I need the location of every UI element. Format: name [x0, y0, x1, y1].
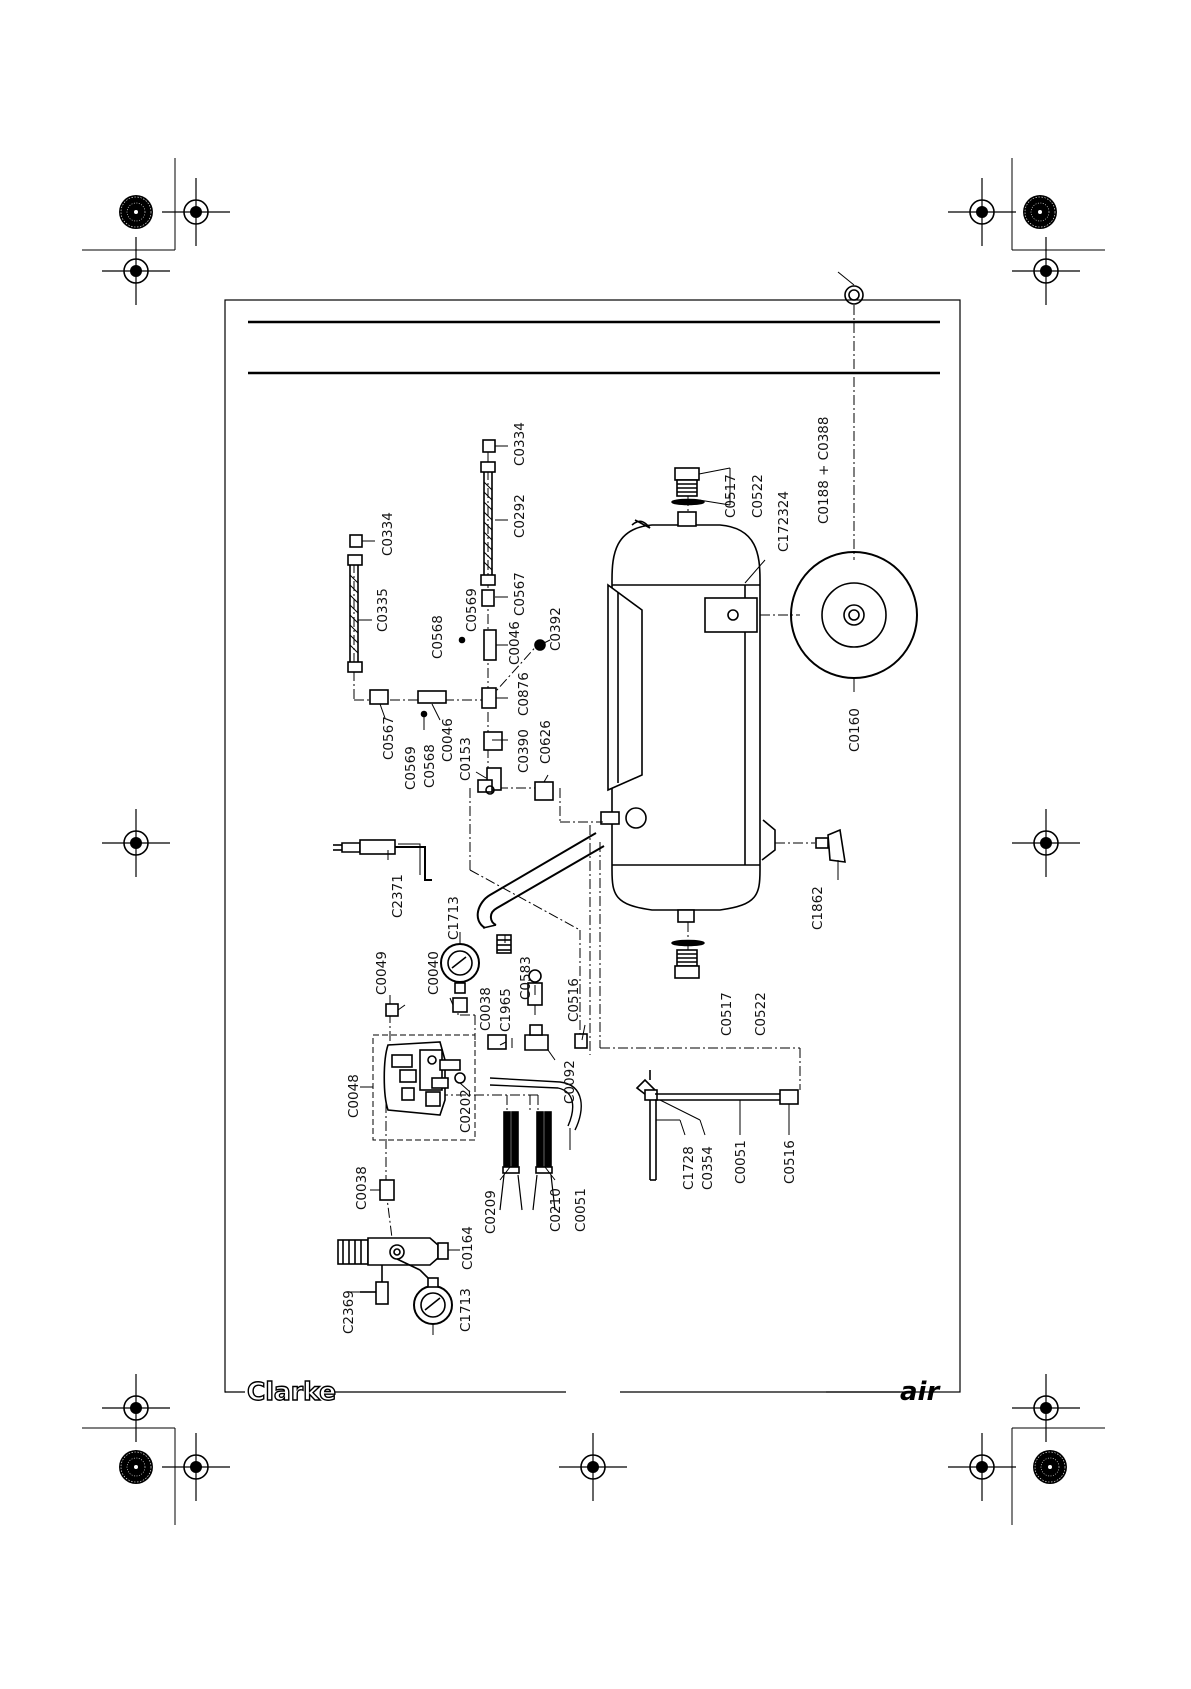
- label-c0209: C0209: [483, 1190, 499, 1234]
- braided-hose-left: [347, 534, 447, 718]
- air-tank: [600, 511, 776, 923]
- page-frame: [224, 299, 961, 1393]
- label-c1713-top: C1713: [446, 896, 462, 940]
- label-c2371: C2371: [390, 874, 406, 918]
- label-c0051-right: C0051: [733, 1140, 749, 1184]
- end-plugs: [671, 467, 705, 979]
- label-c0569-top: C0569: [464, 588, 480, 632]
- label-c172324: C172324: [776, 491, 792, 552]
- label-c1713-bottom: C1713: [458, 1288, 474, 1332]
- safety-valve: [527, 969, 543, 1006]
- label-c0092: C0092: [562, 1060, 578, 1104]
- label-c0046-top: C0046: [507, 621, 523, 665]
- label-c2369: C2369: [341, 1290, 357, 1334]
- label-c0567-top: C0567: [512, 572, 528, 616]
- label-c0568-left: C0568: [422, 744, 438, 788]
- handle-bar: [476, 832, 605, 929]
- label-c0567-left: C0567: [381, 716, 397, 760]
- pressure-gauge-tank: [440, 943, 480, 994]
- label-c0516-top: C0516: [566, 978, 582, 1022]
- label-c0516-bottom: C0516: [782, 1140, 798, 1184]
- unloader-pipe: [489, 1077, 582, 1131]
- power-cable: [333, 839, 432, 881]
- label-c0164: C0164: [460, 1226, 476, 1270]
- clarke-logo: Clarke: [247, 1377, 336, 1406]
- label-c0049: C0049: [374, 951, 390, 995]
- label-c0626: C0626: [538, 720, 554, 764]
- label-c0522-bottom: C0522: [753, 992, 769, 1036]
- label-c0153: C0153: [458, 737, 474, 781]
- label-c0160: C0160: [847, 708, 863, 752]
- footer: Clarke air: [225, 1376, 941, 1407]
- pressure-gauge-outlet: [413, 1277, 453, 1325]
- label-c0390: C0390: [516, 729, 532, 773]
- label-c0040: C0040: [426, 951, 442, 995]
- braided-hose-upper: [458, 439, 546, 709]
- label-c0048: C0048: [346, 1074, 362, 1118]
- label-c1728: C1728: [681, 1146, 697, 1190]
- label-c0334-top: C0334: [512, 422, 528, 466]
- label-c1965: C1965: [498, 988, 514, 1032]
- label-c0583: C0583: [518, 956, 534, 1000]
- label-c0202: C0202: [458, 1089, 474, 1133]
- label-c0051-left: C0051: [573, 1188, 589, 1232]
- label-c0038-top: C0038: [478, 987, 494, 1031]
- label-c0568-top: C0568: [430, 615, 446, 659]
- label-c0569-left: C0569: [403, 746, 419, 790]
- label-c0292: C0292: [512, 494, 528, 538]
- label-c0392: C0392: [548, 607, 564, 651]
- label-c0517-top: C0517: [723, 474, 739, 518]
- part-labels: C0334 C0292 C0567 C0569 C0568 C0046 C039…: [341, 417, 863, 1334]
- registration-marks: [82, 158, 1105, 1525]
- label-c0046-left: C0046: [440, 718, 456, 762]
- label-c0522-top: C0522: [750, 474, 766, 518]
- grommet: [496, 934, 512, 954]
- drain-valve: [815, 828, 846, 863]
- drain-line: [635, 1070, 799, 1181]
- fittings-upper: [477, 731, 554, 801]
- connector-lower: [379, 1179, 395, 1201]
- cable-wires: [499, 1111, 556, 1211]
- label-c0210: C0210: [548, 1188, 564, 1232]
- label-c0335: C0335: [375, 588, 391, 632]
- label-c1862: C1862: [810, 886, 826, 930]
- leader-lines: [350, 271, 855, 1335]
- exploded-parts-diagram: [333, 271, 918, 1335]
- label-c0517-bottom: C0517: [719, 992, 735, 1036]
- regulator: [337, 1237, 449, 1305]
- label-c0334-left: C0334: [380, 512, 396, 556]
- air-logo: air: [900, 1377, 941, 1407]
- label-c0354: C0354: [700, 1146, 716, 1190]
- label-c0038-bottom: C0038: [354, 1166, 370, 1210]
- label-c0188-c0388: C0188 + C0388: [816, 417, 832, 524]
- label-c0876: C0876: [516, 672, 532, 716]
